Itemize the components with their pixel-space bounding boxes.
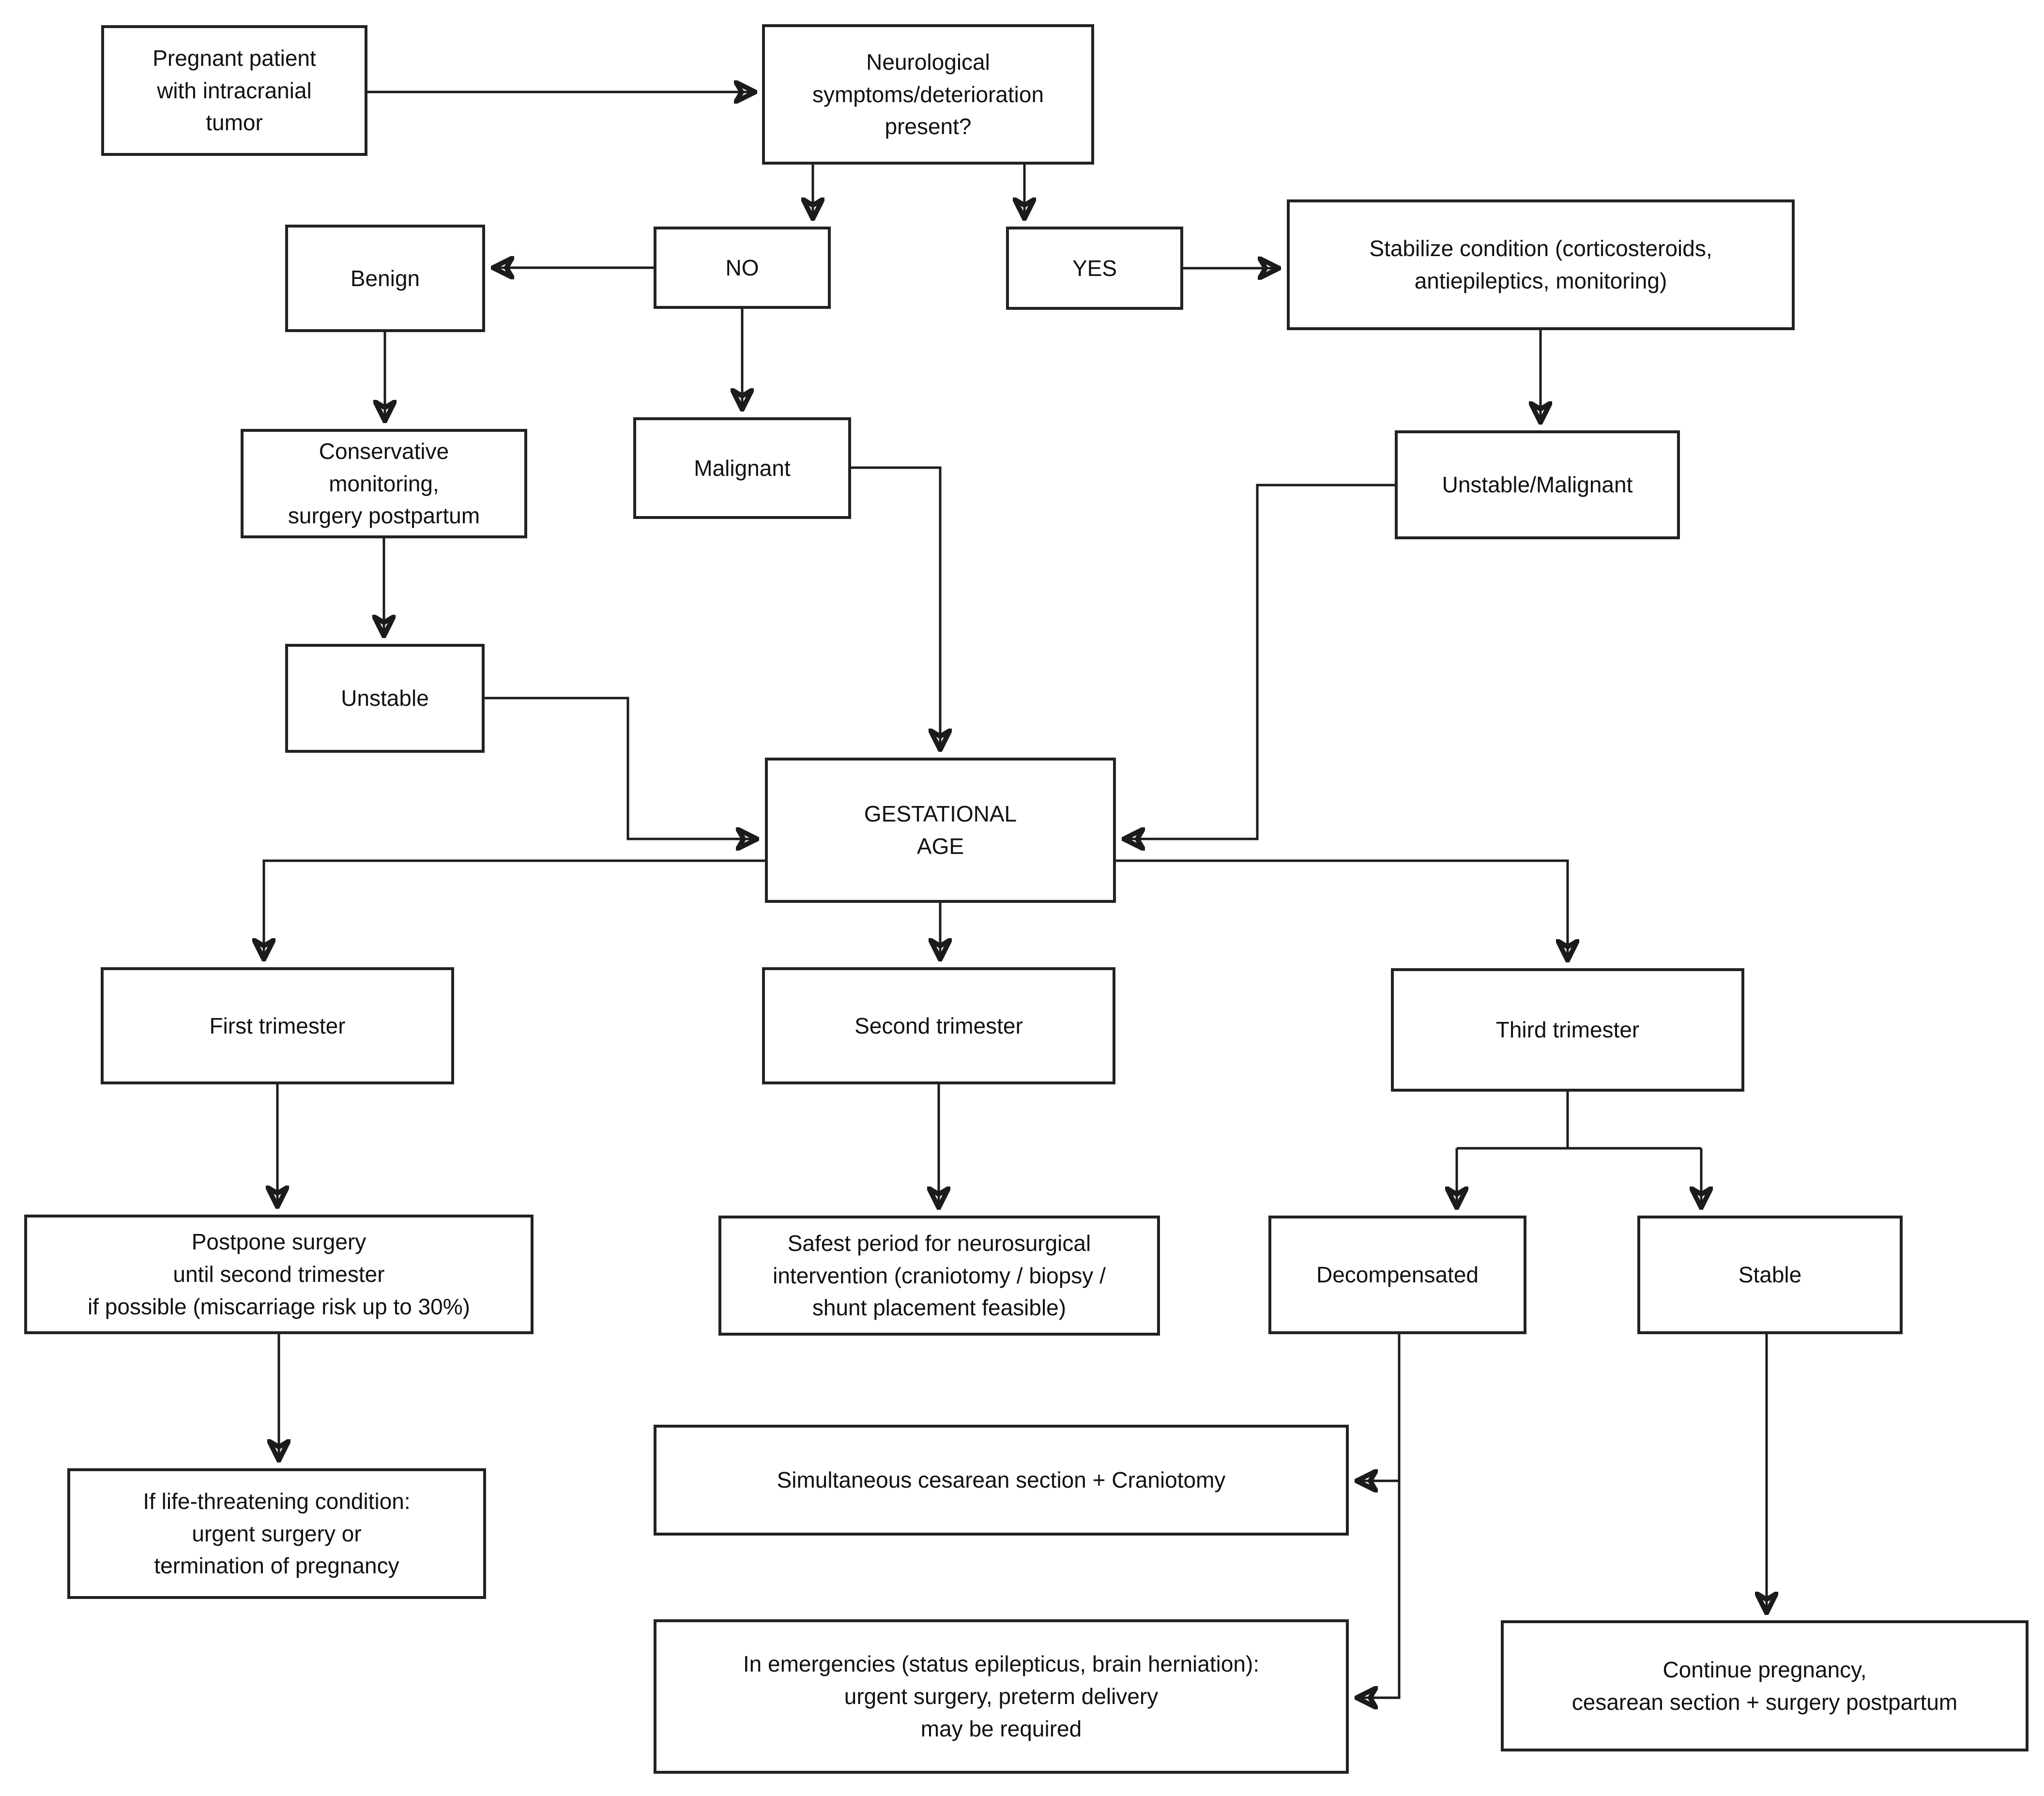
connector-unstable-malignant-to-gestational	[1125, 484, 1395, 839]
node-life-threatening: If life-threatening condition: urgent su…	[67, 1468, 486, 1599]
node-emergencies: In emergencies (status epilepticus, brai…	[654, 1619, 1349, 1774]
node-first-trimester: First trimester	[101, 967, 454, 1084]
node-simultaneous-cesarean: Simultaneous cesarean section + Cranioto…	[654, 1425, 1349, 1536]
node-postpone-surgery: Postpone surgery until second trimester …	[24, 1215, 534, 1334]
node-continue-pregnancy: Continue pregnancy, cesarean section + s…	[1501, 1620, 2029, 1751]
node-no: NO	[654, 227, 831, 309]
connector-unstable-to-gestational	[485, 697, 756, 839]
connector-gestational-to-first	[264, 859, 765, 959]
node-second-trimester: Second trimester	[762, 967, 1115, 1084]
node-unstable: Unstable	[285, 644, 485, 753]
node-third-trimester: Third trimester	[1391, 968, 1744, 1092]
node-unstable-malignant: Unstable/Malignant	[1395, 430, 1680, 539]
node-conservative: Conservative monitoring, surgery postpar…	[241, 429, 527, 538]
node-gestational-age: GESTATIONAL AGE	[765, 758, 1116, 903]
node-safest-period: Safest period for neurosurgical interven…	[718, 1216, 1160, 1336]
connector-malignant-to-gestational	[851, 466, 940, 749]
connector-decompensated-to-emergencies	[1358, 1334, 1401, 1698]
node-malignant: Malignant	[633, 417, 851, 519]
node-neurological-question: Neurological symptoms/deterioration pres…	[762, 24, 1094, 165]
node-decompensated: Decompensated	[1268, 1216, 1526, 1334]
node-yes: YES	[1006, 227, 1183, 310]
node-stable: Stable	[1637, 1216, 1903, 1334]
node-stabilize: Stabilize condition (corticosteroids, an…	[1287, 199, 1795, 330]
node-benign: Benign	[285, 225, 485, 332]
node-start: Pregnant patient with intracranial tumor	[101, 25, 367, 156]
connector-gestational-to-third	[1116, 859, 1568, 959]
